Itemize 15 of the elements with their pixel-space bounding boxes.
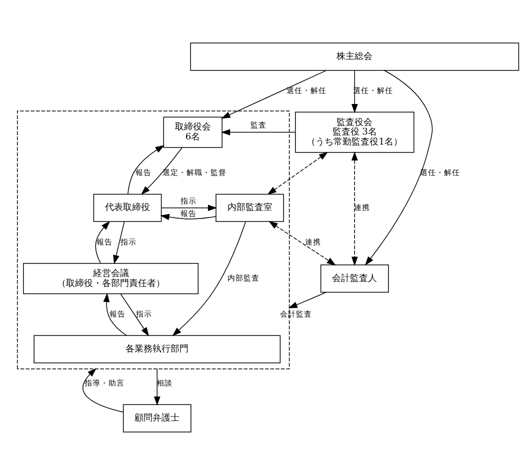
edge-label: 選任・解任	[286, 86, 326, 95]
edge-label: 指示	[136, 309, 152, 318]
edge-label: 連携	[354, 202, 370, 212]
edge-label: 連携	[304, 236, 321, 246]
edge-label: 報告	[135, 168, 152, 177]
edge-label: 報告	[180, 208, 197, 218]
edge-label: 選定・解職・監督	[162, 168, 227, 177]
edge-label: 内部監査	[228, 272, 260, 282]
edge-label: 指示	[120, 236, 136, 246]
edge-label: 報告	[110, 309, 126, 318]
edge-label: 会計監査	[280, 309, 312, 318]
edge-label: 指示	[180, 196, 197, 205]
edge-label: 監査	[250, 120, 267, 130]
edge-label: 報告	[96, 236, 113, 246]
edge-label: 指導・助言	[84, 378, 124, 388]
